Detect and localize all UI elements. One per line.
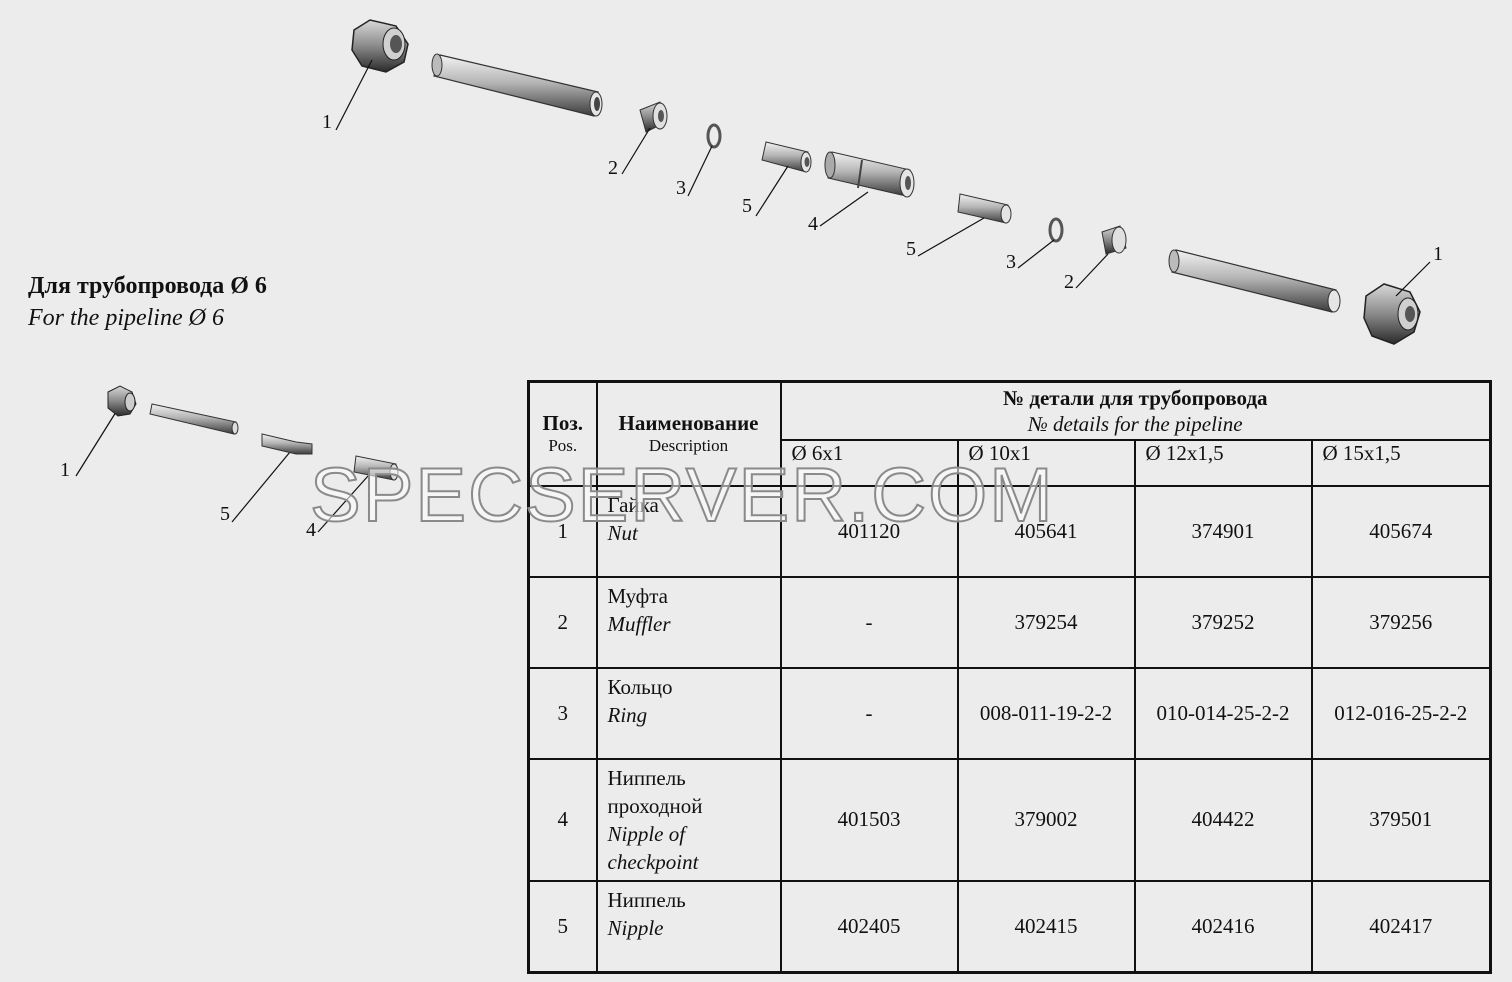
part-numbers-header-en: № details for the pipeline	[1027, 411, 1243, 436]
callout-5: 5	[742, 195, 752, 217]
row-description-en: Nipple	[607, 915, 664, 940]
callout-2: 2	[608, 157, 618, 179]
ring-part	[706, 123, 722, 149]
pipe-part	[149, 403, 239, 435]
description-header: Наименование Description	[595, 380, 782, 487]
part-number-cell: 401503	[779, 757, 959, 882]
row-position: 3	[527, 666, 598, 760]
row-description-ru: Гайка	[607, 492, 659, 517]
part-number-cell: 405641	[956, 484, 1136, 578]
part-number-cell: 404422	[1133, 757, 1313, 882]
row-description-ru: Ниппель	[607, 887, 686, 912]
part-number-cell: -	[779, 666, 959, 760]
ring-part	[1048, 217, 1064, 243]
nut-part	[1363, 283, 1421, 345]
leader-lines	[75, 59, 1431, 533]
nipple-part	[761, 141, 812, 173]
size-header: Ø 10x1	[956, 438, 1136, 487]
part-numbers-header-ru: № детали для трубопровода	[1002, 385, 1268, 410]
pos-header: Поз. Pos.	[527, 380, 598, 487]
row-description-en: Nut	[607, 520, 638, 545]
part-number-cell: 374901	[1133, 484, 1313, 578]
nut-part	[351, 19, 409, 73]
size-header: Ø 12x1,5	[1133, 438, 1313, 487]
row-description-ru: Ниппель проходной	[607, 765, 703, 818]
table-row: 2 Муфта Muffler - 379254 379252 379256	[527, 575, 1492, 669]
row-description-en: Ring	[607, 702, 648, 727]
pos-header-ru: Поз.	[542, 411, 584, 436]
part-number-cell: 379002	[956, 757, 1136, 882]
part-number-cell: 010-014-25-2-2	[1133, 666, 1313, 760]
row-description: Ниппель Nipple	[595, 879, 782, 974]
table-row: 5 Ниппель Nipple 402405 402415 402416 40…	[527, 879, 1492, 974]
size-header: Ø 15x1,5	[1310, 438, 1492, 487]
callout-4: 4	[306, 519, 316, 541]
callout-1: 1	[60, 459, 70, 481]
part-number-cell: 402415	[956, 879, 1136, 974]
callout-4: 4	[808, 213, 818, 235]
part-number-cell: 402417	[1310, 879, 1492, 974]
callout-1: 1	[322, 111, 332, 133]
row-position: 1	[527, 484, 598, 578]
description-header-en: Description	[648, 436, 729, 456]
part-numbers-header: № детали для трубопровода № details for …	[779, 380, 1492, 441]
row-position: 4	[527, 757, 598, 882]
part-number-cell: 405674	[1310, 484, 1492, 578]
coupling-part	[824, 151, 915, 198]
row-description: Гайка Nut	[595, 484, 782, 578]
row-description-ru: Муфта	[607, 583, 669, 608]
table-row: 1 Гайка Nut 401120 405641 374901 405674	[527, 484, 1492, 578]
pipeline-heading: Для трубопровода Ø 6 For the pipeline Ø …	[28, 270, 267, 334]
row-description: Муфта Muffler	[595, 575, 782, 669]
coupling-part	[353, 455, 399, 481]
pipe-part	[431, 53, 603, 117]
row-description-en: Nipple of checkpoint	[607, 821, 699, 874]
row-description-ru: Кольцо	[607, 674, 673, 699]
part-number-cell: 402405	[779, 879, 959, 974]
callout-3: 3	[676, 177, 686, 199]
description-header-ru: Наименование	[618, 411, 759, 436]
part-number-cell: 379256	[1310, 575, 1492, 669]
callout-5: 5	[906, 238, 916, 260]
callout-1: 1	[1433, 243, 1443, 265]
part-number-cell: 012-016-25-2-2	[1310, 666, 1492, 760]
table-row: 4 Ниппель проходной Nipple of checkpoint…	[527, 757, 1492, 882]
pos-header-en: Pos.	[548, 436, 578, 456]
heading-en: For the pipeline Ø 6	[28, 305, 224, 331]
row-description: Кольцо Ring	[595, 666, 782, 760]
nipple-part	[261, 433, 313, 455]
part-number-cell: -	[779, 575, 959, 669]
table-row: 3 Кольцо Ring - 008-011-19-2-2 010-014-2…	[527, 666, 1492, 760]
nut-part	[107, 385, 137, 417]
muffler-part	[1101, 225, 1127, 255]
callout-3: 3	[1006, 251, 1016, 273]
size-header-row: Ø 6x1 Ø 10x1 Ø 12x1,5 Ø 15x1,5	[529, 438, 1492, 487]
row-description-en: Muffler	[607, 611, 671, 636]
table-header-row: Поз. Pos. Наименование Description № дет…	[527, 380, 1492, 487]
part-number-cell: 008-011-19-2-2	[956, 666, 1136, 760]
nipple-part	[957, 193, 1012, 224]
part-number-cell: 379254	[956, 575, 1136, 669]
part-number-cell: 402416	[1133, 879, 1313, 974]
callout-2: 2	[1064, 271, 1074, 293]
size-header: Ø 6x1	[779, 438, 959, 487]
parts-table: Поз. Pos. Наименование Description № дет…	[527, 380, 1493, 974]
pipe-part	[1168, 249, 1341, 313]
heading-ru: Для трубопровода Ø 6	[28, 273, 267, 299]
part-number-cell: 379252	[1133, 575, 1313, 669]
row-description: Ниппель проходной Nipple of checkpoint	[595, 757, 782, 882]
row-position: 2	[527, 575, 598, 669]
callout-5: 5	[220, 503, 230, 525]
muffler-part	[639, 101, 668, 133]
part-number-cell: 401120	[779, 484, 959, 578]
part-number-cell: 379501	[1310, 757, 1492, 882]
row-position: 5	[527, 879, 598, 974]
